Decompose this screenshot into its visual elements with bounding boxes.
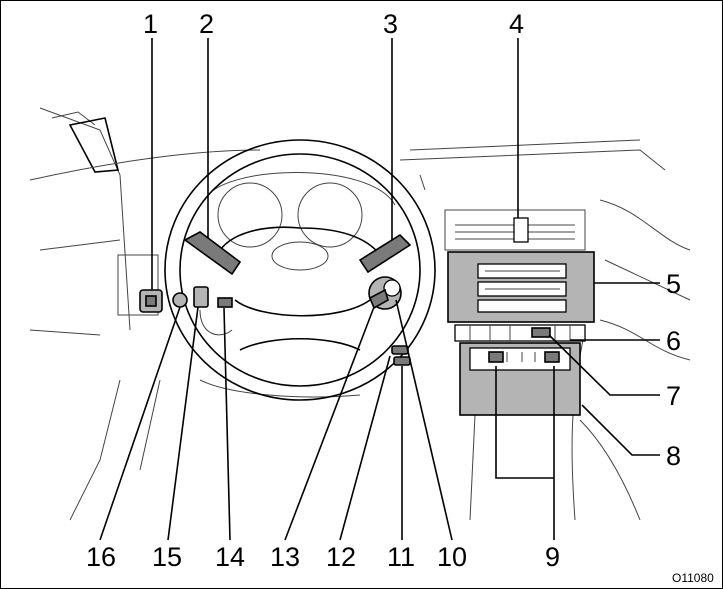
control-12 [392, 346, 408, 354]
callout-16: 16 [86, 542, 116, 572]
control-panel-6 [455, 325, 585, 341]
control-15 [194, 287, 208, 307]
control-9-left [489, 352, 503, 362]
callout-7: 7 [666, 381, 681, 411]
callout-5: 5 [666, 269, 681, 299]
callout-13: 13 [270, 542, 300, 572]
right-controls [369, 277, 410, 365]
stalks [185, 232, 410, 274]
control-16 [173, 293, 187, 307]
control-7 [532, 328, 550, 337]
turn-signal-stalk [185, 232, 240, 274]
callout-3: 3 [383, 9, 398, 39]
wiper-stalk [360, 235, 410, 272]
control-9-right [545, 352, 559, 362]
callout-14: 14 [215, 542, 245, 572]
control-11 [394, 357, 410, 365]
control-14 [218, 298, 232, 307]
callout-6: 6 [666, 326, 681, 356]
callout-12: 12 [326, 542, 356, 572]
callout-2: 2 [199, 9, 214, 39]
callout-10: 10 [437, 542, 467, 572]
callout-9: 9 [545, 542, 560, 572]
control-4 [514, 218, 528, 242]
figure-code: O11080 [672, 571, 714, 585]
callout-8: 8 [666, 441, 681, 471]
callout-15: 15 [152, 542, 182, 572]
center-stack [445, 210, 594, 415]
callout-4: 4 [509, 9, 524, 39]
instrument-cluster [205, 173, 395, 248]
callout-11: 11 [387, 542, 415, 572]
callout-1: 1 [143, 9, 158, 39]
